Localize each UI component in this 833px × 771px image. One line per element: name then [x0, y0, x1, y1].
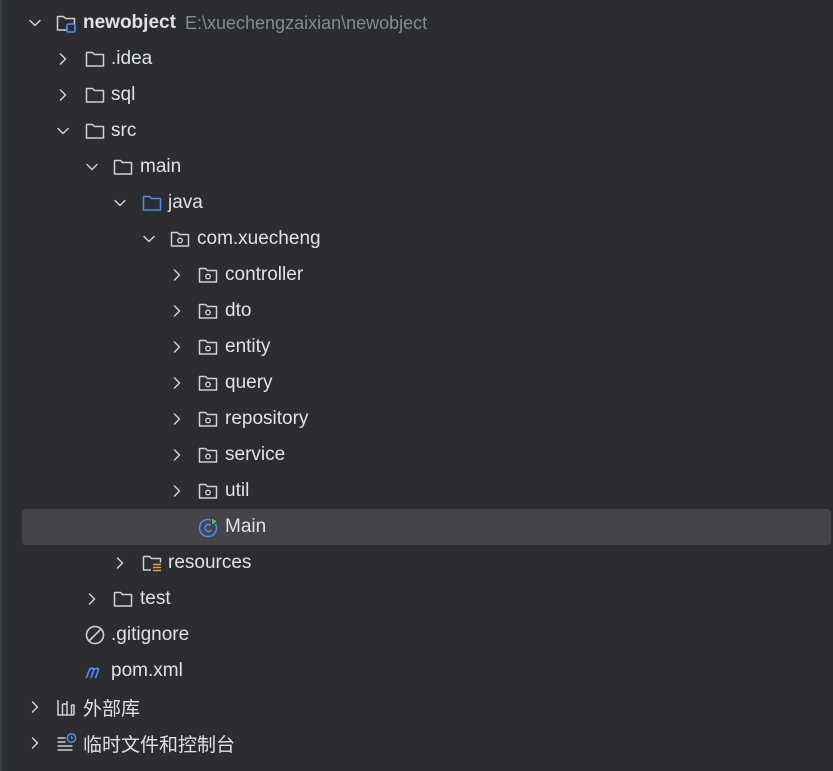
tree-row-src[interactable]: src [0, 113, 833, 149]
chevron-right-icon[interactable] [28, 736, 42, 750]
tree-row-controller[interactable]: controller [0, 257, 833, 293]
chevron-down-icon[interactable] [85, 160, 99, 174]
source-folder-icon [141, 192, 163, 214]
tree-label-external-libraries: 外部库 [83, 698, 141, 720]
package-icon [197, 444, 219, 466]
maven-icon [83, 660, 105, 682]
resources-folder-icon [141, 552, 163, 574]
chevron-right-icon[interactable] [56, 88, 70, 102]
tree-row-query[interactable]: query [0, 365, 833, 401]
package-icon [197, 300, 219, 322]
tree-label-java: java [168, 192, 203, 213]
folder-icon [112, 156, 134, 178]
tree-label-main: main [140, 156, 182, 177]
tree-label-package: com.xuecheng [197, 228, 321, 249]
module-path: E:\xuechengzaixian\newobject [185, 12, 428, 33]
tree-row-resources[interactable]: resources [0, 545, 833, 581]
tree-row-main-class[interactable]: Main [0, 509, 833, 545]
tree-label-query: query [225, 372, 273, 393]
tree-label-main-class: Main [225, 516, 267, 537]
chevron-right-icon[interactable] [170, 376, 184, 390]
chevron-down-icon[interactable] [142, 232, 156, 246]
tree-label-dto: dto [225, 300, 252, 321]
tree-row-gitignore[interactable]: .gitignore [0, 617, 833, 653]
chevron-right-icon[interactable] [170, 412, 184, 426]
tree-row-dto[interactable]: dto [0, 293, 833, 329]
tree-row-package[interactable]: com.xuecheng [0, 221, 833, 257]
chevron-right-icon[interactable] [170, 448, 184, 462]
folder-icon [84, 48, 106, 70]
package-icon [169, 228, 191, 250]
project-tree: newobject E:\xuechengzaixian\newobject .… [0, 5, 833, 761]
tree-row-idea[interactable]: .idea [0, 41, 833, 77]
tree-label-sql: sql [111, 84, 136, 105]
tree-label-scratches: 临时文件和控制台 [83, 734, 236, 756]
chevron-right-icon[interactable] [170, 340, 184, 354]
package-icon [197, 336, 219, 358]
scratches-icon [55, 732, 77, 754]
java-main-class-icon [197, 516, 219, 538]
gitignore-icon [84, 624, 106, 646]
tree-row-main[interactable]: main [0, 149, 833, 185]
chevron-right-icon[interactable] [28, 700, 42, 714]
tree-row-test[interactable]: test [0, 581, 833, 617]
tree-label-entity: entity [225, 336, 271, 357]
libraries-icon [55, 696, 77, 718]
tree-row-sql[interactable]: sql [0, 77, 833, 113]
chevron-right-icon[interactable] [85, 592, 99, 606]
chevron-right-icon[interactable] [170, 484, 184, 498]
package-icon [197, 372, 219, 394]
tree-row-service[interactable]: service [0, 437, 833, 473]
tree-label-service: service [225, 444, 286, 465]
tree-label-repository: repository [225, 408, 309, 429]
tree-row-scratches[interactable]: 临时文件和控制台 [0, 725, 833, 761]
folder-icon [84, 120, 106, 142]
chevron-down-icon[interactable] [28, 16, 42, 30]
tree-row-util[interactable]: util [0, 473, 833, 509]
tree-label-gitignore: .gitignore [111, 624, 190, 645]
tree-label-util: util [225, 480, 250, 501]
chevron-right-icon[interactable] [56, 52, 70, 66]
folder-icon [112, 588, 134, 610]
package-icon [197, 480, 219, 502]
folder-icon [84, 84, 106, 106]
chevron-right-icon[interactable] [170, 304, 184, 318]
tree-label-test: test [140, 588, 171, 609]
module-folder-icon [55, 12, 77, 34]
tree-row-root[interactable]: newobject E:\xuechengzaixian\newobject [0, 5, 833, 41]
tree-label-pom: pom.xml [111, 660, 183, 681]
tree-row-repository[interactable]: repository [0, 401, 833, 437]
tree-label-controller: controller [225, 264, 304, 285]
panel-left-border [0, 0, 2, 771]
chevron-right-icon[interactable] [113, 556, 127, 570]
chevron-down-icon[interactable] [113, 196, 127, 210]
tree-label-root: newobject [83, 12, 176, 33]
tree-label-idea: .idea [111, 48, 153, 69]
package-icon [197, 264, 219, 286]
tree-label-resources: resources [168, 552, 252, 573]
chevron-down-icon[interactable] [56, 124, 70, 138]
package-icon [197, 408, 219, 430]
tree-row-external-libraries[interactable]: 外部库 [0, 689, 833, 725]
tree-row-pom[interactable]: pom.xml [0, 653, 833, 689]
tree-label-src: src [111, 120, 137, 141]
tree-row-java[interactable]: java [0, 185, 833, 221]
chevron-right-icon[interactable] [170, 268, 184, 282]
tree-row-entity[interactable]: entity [0, 329, 833, 365]
